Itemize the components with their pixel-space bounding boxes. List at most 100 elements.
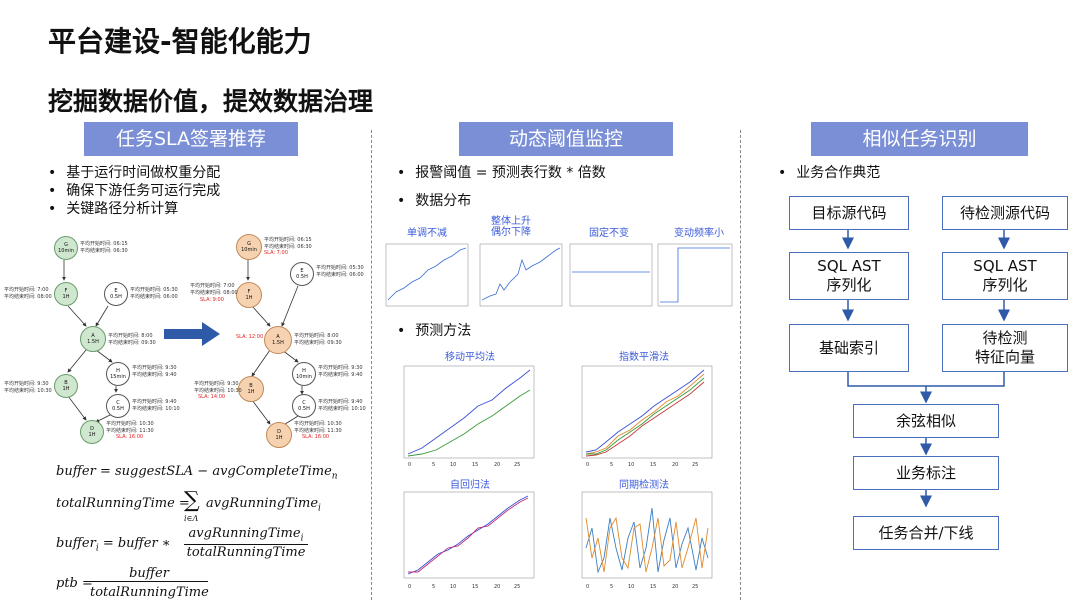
threshold-bullet-1: 报警阈值 = 预测表行数 * 倍数 (397, 164, 606, 182)
svg-text:15: 15 (650, 462, 656, 468)
dag-sla-label: SLA: 16:00 (302, 434, 330, 440)
threshold-section-header: 动态阈值监控 (459, 122, 673, 156)
dag-label: 平均开始时间: 10:30 (106, 421, 154, 427)
dag-label: 平均结束时间: 06:00 (130, 294, 178, 300)
sla-bullet-2: 确保下游任务可运行完成 (48, 182, 220, 200)
dag-before-edges (62, 260, 118, 423)
similar-flow-edges (842, 228, 1010, 508)
page-subtitle: 挖掘数据价值，提效数据治理 (48, 87, 374, 116)
dist-title-1: 单调不减 (407, 228, 447, 239)
method-chart-moving-average: 0 5 10 15 20 25 (403, 365, 535, 468)
svg-text:5: 5 (432, 462, 435, 468)
dist-chart-rise-dip (479, 243, 563, 307)
dag-label: 平均结束时间: 08:00 (4, 294, 52, 300)
similar-bullet: 业务合作典范 (778, 164, 880, 182)
dag-label: 平均开始时间: 10:30 (294, 421, 342, 427)
dag-label: 平均结束时间: 10:30 (194, 388, 242, 394)
method-title-3: 自回归法 (450, 480, 490, 491)
dag-label: 平均开始时间: 9:30 (4, 381, 49, 387)
section-divider-right (740, 130, 741, 600)
svg-text:15: 15 (472, 462, 478, 468)
dag-sla-label: SLA: 9:00 (200, 297, 224, 303)
svg-text:20: 20 (494, 462, 500, 468)
sla-section-header: 任务SLA签署推荐 (84, 122, 298, 156)
flow-feature-vector: 待检测 特征向量 (942, 324, 1068, 372)
svg-text:20: 20 (494, 584, 500, 590)
dag-label: 平均开始时间: 05:30 (316, 265, 364, 271)
dag-label: 平均结束时间: 10:10 (318, 406, 366, 412)
dag-label: 平均开始时间: 05:30 (130, 287, 178, 293)
method-title-4: 同期检测法 (619, 480, 669, 491)
transform-arrow-icon (164, 322, 220, 346)
dag-label: 平均结束时间: 9:40 (132, 372, 177, 378)
svg-text:25: 25 (692, 584, 698, 590)
sla-bullet-list: 基于运行时间做权重分配 确保下游任务可运行完成 关键路径分析计算 (48, 164, 220, 218)
dist-title-2: 整体上升 偶尔下降 (491, 216, 531, 238)
dag-label: 平均结束时间: 09:30 (294, 340, 342, 346)
svg-text:0: 0 (586, 584, 589, 590)
formula-buffer-i: bufferi = buffer ∗ avgRunningTimei total… (56, 526, 316, 562)
dist-chart-monotonic (385, 243, 469, 307)
dist-title-3: 固定不变 (589, 228, 629, 239)
dag-label: 平均开始时间: 9:30 (194, 381, 239, 387)
svg-text:10: 10 (628, 462, 634, 468)
svg-text:25: 25 (514, 462, 520, 468)
flow-base-index: 基础索引 (789, 324, 909, 372)
svg-text:10: 10 (450, 584, 456, 590)
method-title-2: 指数平滑法 (619, 352, 669, 363)
dag-label: 平均结束时间: 06:30 (80, 248, 128, 254)
flow-cosine-similarity: 余弦相似 (853, 404, 999, 438)
flow-check-source-code: 待检测源代码 (942, 196, 1068, 230)
dag-sla-label: SLA: 14:00 (198, 394, 226, 400)
flow-sql-ast-1: SQL AST 序列化 (789, 252, 909, 300)
threshold-bullet-2: 数据分布 (397, 192, 471, 210)
formula-ptb: ptb = buffer totalRunningTime (56, 566, 209, 600)
svg-text:15: 15 (650, 584, 656, 590)
svg-text:15: 15 (472, 584, 478, 590)
sla-bullet-1: 基于运行时间做权重分配 (48, 164, 220, 182)
svg-text:10: 10 (450, 462, 456, 468)
flow-sql-ast-2: SQL AST 序列化 (942, 252, 1068, 300)
svg-text:25: 25 (692, 462, 698, 468)
svg-text:5: 5 (610, 462, 613, 468)
dag-label: 平均结束时间: 10:30 (4, 388, 52, 394)
dag-sla-label: SLA: 12:00 (236, 334, 264, 340)
section-divider-left (371, 130, 372, 600)
svg-text:20: 20 (672, 584, 678, 590)
svg-text:10: 10 (628, 584, 634, 590)
dag-label: 平均结束时间: 06:30 (264, 244, 312, 250)
dag-label: 平均开始时间: 9:40 (132, 399, 177, 405)
flow-merge-offline: 任务合并/下线 (853, 516, 999, 550)
dist-chart-low-change (657, 243, 733, 307)
dag-label: 平均结束时间: 10:10 (132, 406, 180, 412)
svg-text:5: 5 (432, 584, 435, 590)
dag-label: 平均开始时间: 06:15 (264, 237, 312, 243)
dist-chart-constant (569, 243, 653, 307)
flow-business-label: 业务标注 (853, 456, 999, 490)
dag-label: 平均开始时间: 7:00 (190, 283, 235, 289)
method-title-1: 移动平均法 (445, 352, 495, 363)
sla-bullet-3: 关键路径分析计算 (48, 200, 220, 218)
svg-text:0: 0 (408, 462, 411, 468)
svg-text:0: 0 (408, 584, 411, 590)
dag-label: 平均开始时间: 06:15 (80, 241, 128, 247)
page-title: 平台建设-智能化能力 (48, 25, 312, 58)
dist-title-4: 变动频率小 (674, 228, 724, 239)
dag-sla-label: SLA: 7:00 (264, 250, 288, 256)
dag-label: 平均结束时间: 09:30 (108, 340, 156, 346)
